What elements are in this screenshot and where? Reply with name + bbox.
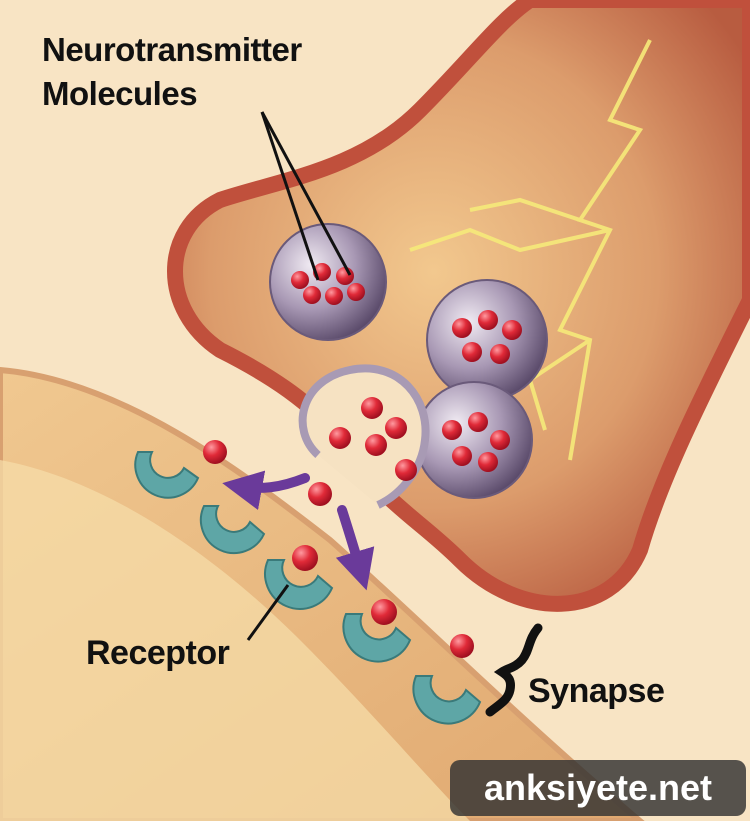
vesicle-3 <box>415 381 533 499</box>
released-molecules <box>203 440 474 658</box>
molecule <box>303 286 321 304</box>
arrow-left <box>222 470 310 510</box>
bound-molecule <box>371 599 397 625</box>
leader-line-neurotransmitter-1 <box>260 111 320 281</box>
molecule <box>468 412 488 432</box>
synapse-label: Synapse <box>528 672 665 710</box>
neurotransmitter-label-line1: Neurotransmitter <box>42 31 302 68</box>
neurotransmitter-molecules-label: Neurotransmitter Molecules <box>42 28 302 116</box>
arrow-down <box>335 505 375 591</box>
molecule <box>452 446 472 466</box>
molecule <box>490 430 510 450</box>
molecule <box>308 482 332 506</box>
molecule <box>291 271 309 289</box>
leader-lines <box>246 111 352 641</box>
receptor-5 <box>412 675 482 725</box>
molecule <box>478 310 498 330</box>
molecule <box>502 320 522 340</box>
fusing-vesicle <box>298 364 430 509</box>
leader-line-receptor <box>246 584 290 641</box>
molecule <box>325 287 343 305</box>
lightning-bolt <box>469 197 581 222</box>
molecule <box>336 267 354 285</box>
receptor-1 <box>134 451 200 499</box>
molecule <box>452 318 472 338</box>
receptor-4 <box>342 599 412 663</box>
receptor-label: Receptor <box>86 634 230 672</box>
lightning-bolt <box>557 39 652 461</box>
molecule <box>329 427 351 449</box>
leader-line-neurotransmitter-2 <box>260 111 352 276</box>
neurotransmitter-label-line2: Molecules <box>42 75 198 112</box>
watermark: anksiyete.net <box>450 760 746 816</box>
molecule <box>385 417 407 439</box>
postsynaptic-inner-membrane <box>0 460 470 821</box>
receptor-2 <box>199 505 266 555</box>
lightning-bolt <box>409 227 611 253</box>
molecule <box>395 459 417 481</box>
molecule <box>203 440 227 464</box>
vesicle-1 <box>269 223 387 341</box>
bound-molecule <box>292 545 318 571</box>
molecule <box>478 452 498 472</box>
molecule <box>365 434 387 456</box>
molecule <box>450 634 474 658</box>
vesicle-2 <box>426 279 548 401</box>
receptors <box>134 451 482 725</box>
molecule <box>361 397 383 419</box>
receptor-3 <box>264 545 334 610</box>
synapse-bracket <box>485 623 543 717</box>
molecule <box>347 283 365 301</box>
release-arrows <box>222 470 375 591</box>
molecule <box>490 344 510 364</box>
molecule <box>462 342 482 362</box>
molecule <box>442 420 462 440</box>
